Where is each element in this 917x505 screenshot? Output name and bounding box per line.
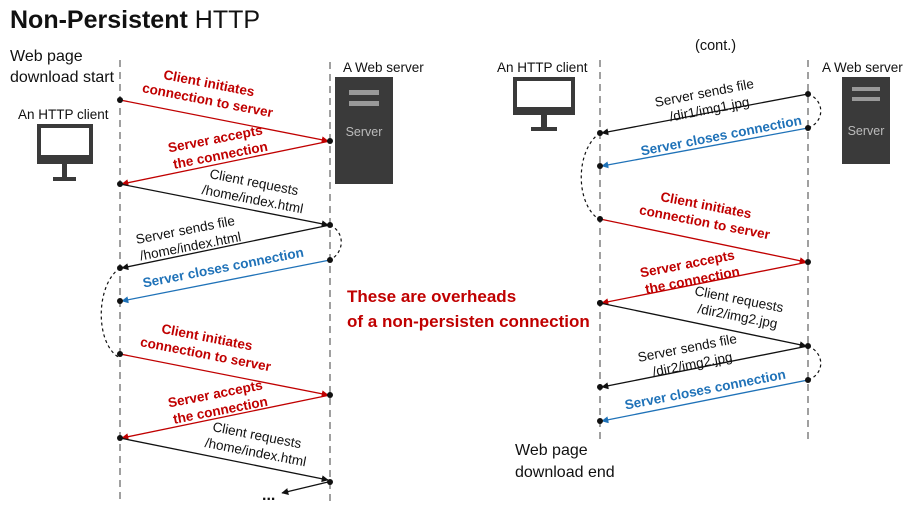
download-start-label: Web page download start bbox=[10, 46, 114, 88]
server-processing-curve-1 bbox=[329, 224, 342, 261]
client-processing-curve-2 bbox=[580, 132, 601, 221]
overhead-note-line1: These are overheads bbox=[347, 287, 516, 306]
svg-text:Client initiates connect: Client initiates connection to server bbox=[139, 318, 276, 375]
download-start-line1: Web page bbox=[10, 48, 83, 65]
left-server-box-text: Server bbox=[346, 125, 383, 139]
download-end-line2: download end bbox=[515, 464, 615, 481]
computer-icon bbox=[37, 124, 93, 181]
page-title: Non-Persistent HTTP bbox=[10, 6, 260, 35]
download-end-label: Web page download end bbox=[515, 440, 615, 484]
message-close-3: Server closes connection bbox=[601, 367, 811, 424]
svg-text:Server sends file /dir1/: Server sends file /dir1/img1.jpg bbox=[654, 75, 763, 126]
computer-icon bbox=[513, 77, 575, 131]
download-end-line1: Web page bbox=[515, 442, 588, 459]
title-bold: Non-Persistent bbox=[10, 6, 188, 34]
svg-text:Client initiates connect: Client initiates connection to server bbox=[141, 64, 278, 121]
ellipsis-text: ... bbox=[262, 487, 275, 504]
svg-text:Client requests /home/in: Client requests /home/index.html bbox=[201, 165, 308, 216]
download-start-line2: download start bbox=[10, 69, 115, 86]
svg-text:Client requests /home/in: Client requests /home/index.html bbox=[204, 418, 311, 469]
cont-label: (cont.) bbox=[695, 38, 736, 54]
continuation-ellipsis: ... bbox=[262, 479, 333, 504]
server-processing-curve-3 bbox=[807, 345, 822, 381]
right-server-box-text: Server bbox=[848, 124, 885, 138]
right-server-label: A Web server bbox=[822, 60, 903, 75]
overhead-note-line2: of a non-persisten connection bbox=[347, 312, 590, 331]
left-client-label: An HTTP client bbox=[18, 107, 109, 122]
server-icon: Server bbox=[842, 77, 890, 164]
message-request-2: Client requests /home/index.html bbox=[117, 418, 329, 483]
svg-text:Server sends file /home/: Server sends file /home/index.html bbox=[135, 212, 244, 263]
svg-text:Server sends file /dir2/: Server sends file /dir2/img2.jpg bbox=[637, 330, 746, 381]
server-icon: Server bbox=[335, 77, 393, 184]
msg-server-closes-2: Server closes connection bbox=[639, 113, 802, 159]
message-connect-3: Client initiates connection to server bbox=[597, 186, 807, 265]
server-processing-curve-2 bbox=[807, 93, 822, 129]
message-close-2: Server closes connection bbox=[601, 113, 811, 169]
client-processing-curve-1 bbox=[100, 267, 121, 359]
title-rest: HTTP bbox=[194, 6, 261, 34]
left-server-label: A Web server bbox=[343, 60, 424, 75]
message-connect-2: Client initiates connection to server bbox=[117, 318, 329, 398]
overhead-note: These are overheads of a non-persisten c… bbox=[347, 287, 590, 331]
svg-text:Client initiates connect: Client initiates connection to server bbox=[638, 186, 775, 243]
right-client-label: An HTTP client bbox=[497, 60, 588, 75]
